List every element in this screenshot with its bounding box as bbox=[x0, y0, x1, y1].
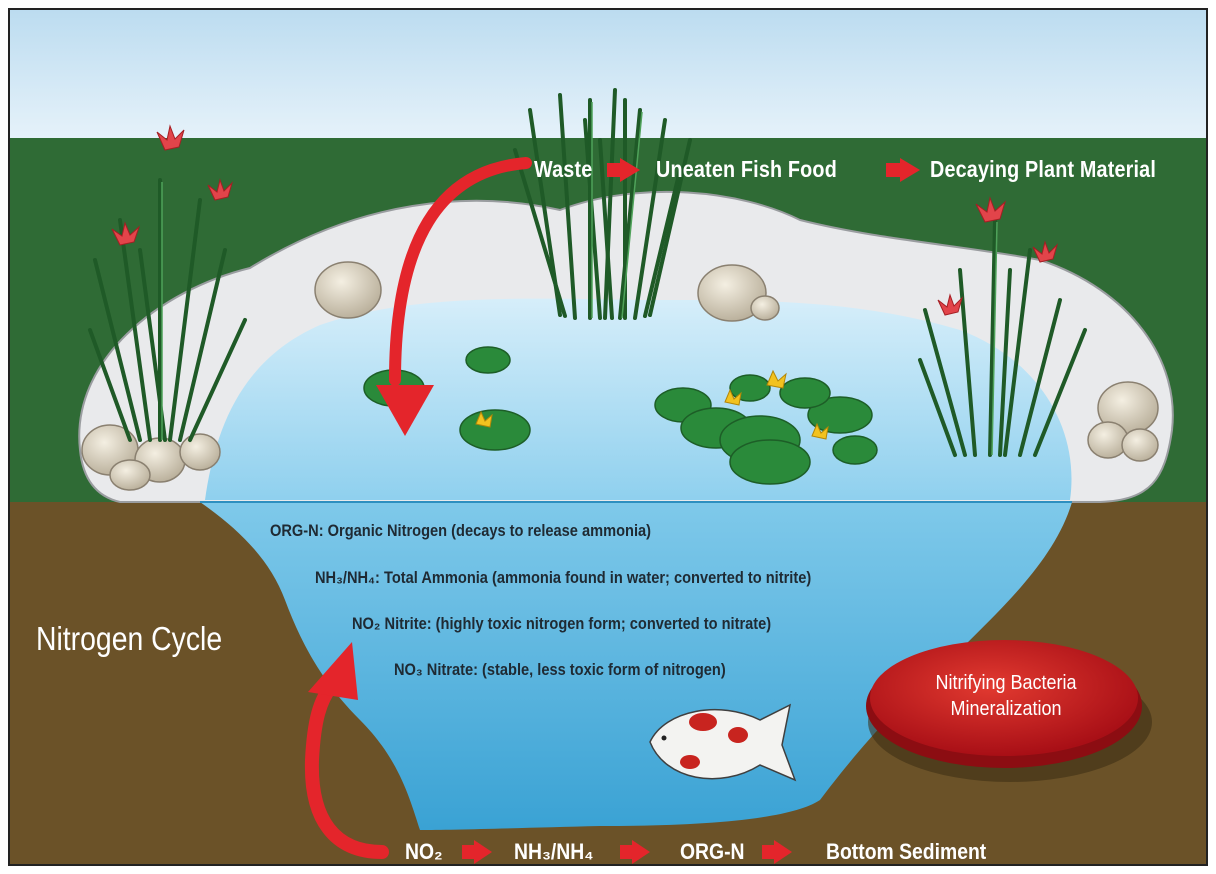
definition-term: ORG-N: bbox=[270, 521, 324, 540]
diagram-title: Nitrogen Cycle bbox=[36, 620, 222, 658]
nitrifying-bacteria-badge: Nitrifying Bacteria Mineralization bbox=[885, 670, 1126, 722]
label-org-n: ORG-N bbox=[680, 839, 745, 865]
label-decaying-plant-material: Decaying Plant Material bbox=[930, 156, 1156, 183]
label-bottom-sediment: Bottom Sediment bbox=[826, 839, 986, 865]
definition-text: Nitrite: (highly toxic nitrogen form; co… bbox=[385, 614, 772, 633]
definition-text: Total Ammonia (ammonia found in water; c… bbox=[384, 568, 811, 587]
border-frame bbox=[8, 8, 1208, 866]
label-waste: Waste bbox=[534, 156, 592, 183]
definition-text: Organic Nitrogen (decays to release ammo… bbox=[328, 521, 651, 540]
definition-term: NH₃/NH₄: bbox=[315, 568, 380, 587]
label-no2: NO₂ bbox=[405, 839, 443, 865]
definition-text: Nitrate: (stable, less toxic form of nit… bbox=[427, 660, 726, 679]
badge-line-1: Nitrifying Bacteria bbox=[885, 670, 1126, 696]
definition-term: NO₃ bbox=[394, 660, 423, 679]
definition-nh3-nh4: NH₃/NH₄: Total Ammonia (ammonia found in… bbox=[315, 568, 811, 588]
label-nh3-nh4: NH₃/NH₄ bbox=[514, 839, 593, 865]
definition-no2: NO₂ Nitrite: (highly toxic nitrogen form… bbox=[352, 614, 771, 634]
definition-term: NO₂ bbox=[352, 614, 380, 633]
definition-org-n: ORG-N: Organic Nitrogen (decays to relea… bbox=[270, 521, 651, 541]
badge-line-2: Mineralization bbox=[885, 696, 1126, 722]
label-uneaten-fish-food: Uneaten Fish Food bbox=[656, 156, 837, 183]
definition-no3: NO₃ Nitrate: (stable, less toxic form of… bbox=[394, 660, 726, 680]
